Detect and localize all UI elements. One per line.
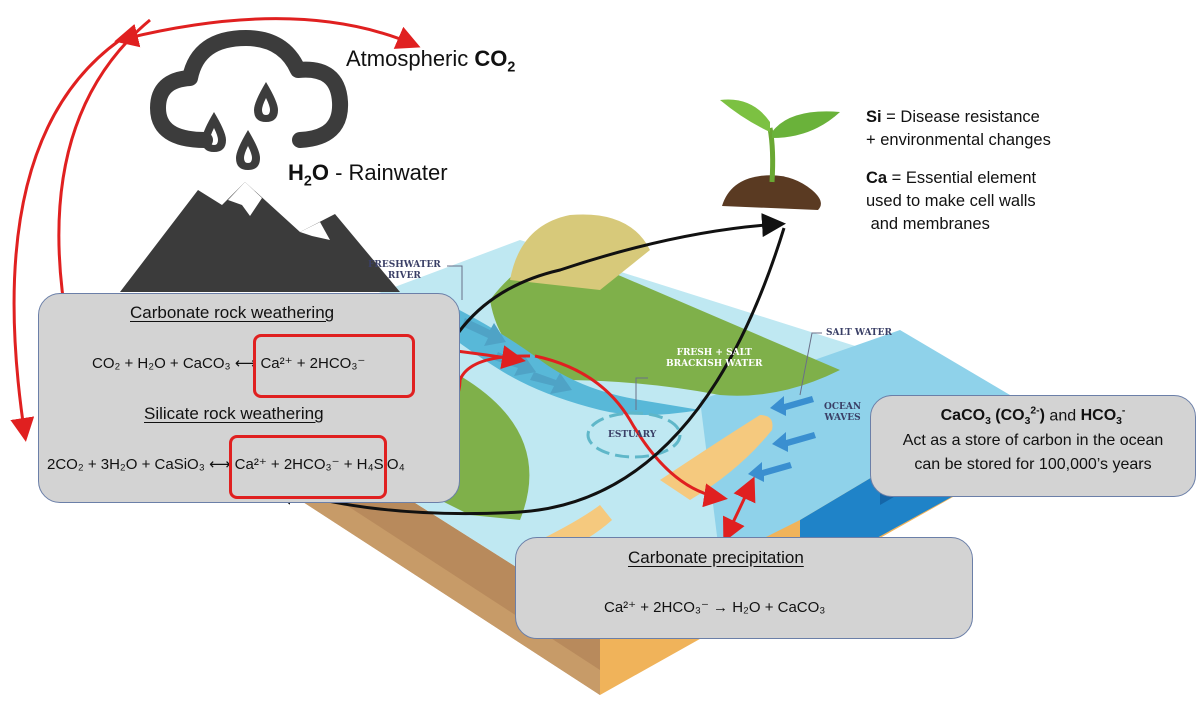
h2o-o: O — [311, 160, 329, 185]
co2-subscript: 2 — [507, 59, 516, 76]
mountain-snow — [228, 182, 262, 216]
mountain-range — [120, 182, 400, 292]
plant-seedling — [720, 99, 840, 210]
calcium-line-1: Ca = Essential element — [866, 167, 1036, 190]
carbonate-weathering-title: Carbonate rock weathering — [130, 303, 335, 322]
soil-mound — [722, 175, 821, 210]
caco3-text: CaCO — [940, 407, 986, 425]
raindrop — [236, 130, 260, 170]
leaf-left — [720, 99, 770, 132]
saltwater-leader — [799, 332, 822, 396]
brackish-water-label: FRESH + SALT BRACKISH WATER — [666, 348, 762, 370]
rainwater-label: H2O - Rainwater — [288, 160, 448, 189]
ca-symbol: Ca — [866, 169, 888, 187]
carbonate-weathering-equation: CO₂ + H₂O + CaCO₃ ⟷ Ca²⁺ + 2HCO₃⁻ — [92, 355, 366, 372]
ocean-text: OCEAN — [824, 402, 862, 412]
mountain-snow — [300, 222, 330, 240]
leaf-right — [772, 111, 840, 138]
raindrop — [254, 82, 278, 122]
co3-open: (CO — [990, 407, 1025, 425]
carbonate-products-highlight — [253, 334, 415, 398]
weathering-box: Carbonate rock weathering CO₂ + H₂O + Ca… — [38, 293, 460, 503]
store-line-3: can be stored for 100,000’s years — [914, 456, 1152, 473]
co2-text: CO — [474, 46, 508, 71]
store-heading: CaCO3 (CO32-) and HCO3- — [871, 406, 1195, 428]
fresh-salt-text: FRESH + SALT — [676, 348, 752, 358]
plant-stem — [767, 127, 776, 183]
hco3-charge: - — [1121, 406, 1126, 417]
hco3-formula: HCO3- — [1080, 406, 1126, 428]
raindrops — [202, 82, 278, 170]
co3-subscript: 3 — [1024, 416, 1031, 428]
precipitation-equation: Ca²⁺ + 2HCO₃⁻ → H₂O + CaCO₃ — [604, 599, 826, 616]
store-line-2: Act as a store of carbon in the ocean — [902, 432, 1164, 449]
silicate-products-highlight — [229, 435, 387, 499]
h2o-formula: H2O — [288, 160, 329, 189]
h2o-subscript: 2 — [303, 173, 312, 190]
salt-water-label: SALT WATER — [826, 328, 892, 338]
silicon-line-1: Si = Disease resistance — [866, 106, 1051, 129]
freshwater-text: FRESHWATER — [368, 260, 441, 270]
silicate-weathering-title: Silicate rock weathering — [144, 404, 324, 423]
estuary-label: ESTUARY — [608, 430, 657, 440]
si-text-2: + environmental changes — [866, 131, 1051, 149]
arrow-co2-to-carbonate — [52, 18, 151, 336]
ocean-waves-label: OCEAN WAVES — [824, 402, 861, 424]
and-text: and — [1044, 407, 1081, 425]
rain-cloud — [150, 30, 349, 148]
freshwater-river-label: FRESHWATER RIVER — [368, 260, 441, 282]
ca-text-3: and membranes — [866, 215, 990, 233]
carbon-store-box: CaCO3 (CO32-) and HCO3- Act as a store o… — [870, 395, 1196, 497]
hco3-subscript: 3 — [1116, 416, 1122, 428]
si-text-1: = Disease resistance — [881, 108, 1040, 126]
ca-text-2: used to make cell walls — [866, 192, 1036, 210]
mountains — [120, 182, 400, 292]
block-left-strata — [300, 475, 600, 695]
silicon-note: Si = Disease resistance + environmental … — [866, 106, 1051, 152]
rainwater-text: - Rainwater — [328, 160, 448, 185]
h2o-h: H — [288, 160, 304, 185]
precipitation-title: Carbonate precipitation — [628, 548, 804, 567]
caco3-subscript: 3 — [985, 416, 991, 428]
co3-charge: 2- — [1030, 406, 1040, 417]
co2-formula: CO2 — [474, 46, 515, 75]
raindrop — [202, 112, 226, 152]
caco3-formula: CaCO3 (CO32-) — [940, 406, 1045, 428]
river-text: RIVER — [387, 271, 421, 281]
silicate-weathering-equation: 2CO₂ + 3H₂O + CaSiO₃ ⟷ Ca²⁺ + 2HCO₃⁻ + H… — [47, 456, 405, 473]
calcium-note: Ca = Essential element used to make cell… — [866, 167, 1036, 236]
cloud-outline — [150, 30, 349, 148]
ca-text-1: = Essential element — [887, 169, 1037, 187]
arrow-co2-to-silicate — [10, 38, 121, 442]
waves-text: WAVES — [824, 413, 861, 423]
hco3-text: HCO — [1080, 407, 1117, 425]
precipitation-box: Carbonate precipitation Ca²⁺ + 2HCO₃⁻ → … — [515, 537, 973, 639]
arrow-plant-to-silicate — [270, 227, 786, 516]
wave-arrow — [748, 462, 792, 482]
atmospheric-co2-label: Atmospheric CO2 — [346, 46, 515, 75]
si-symbol: Si — [866, 108, 882, 126]
arrow-co2-to-top — [114, 17, 421, 49]
arrow-ocean-precipitation — [723, 476, 756, 543]
co3-close: ) — [1039, 407, 1045, 425]
atmospheric-text: Atmospheric — [346, 46, 469, 71]
brackish-text: BRACKISH WATER — [666, 359, 763, 369]
